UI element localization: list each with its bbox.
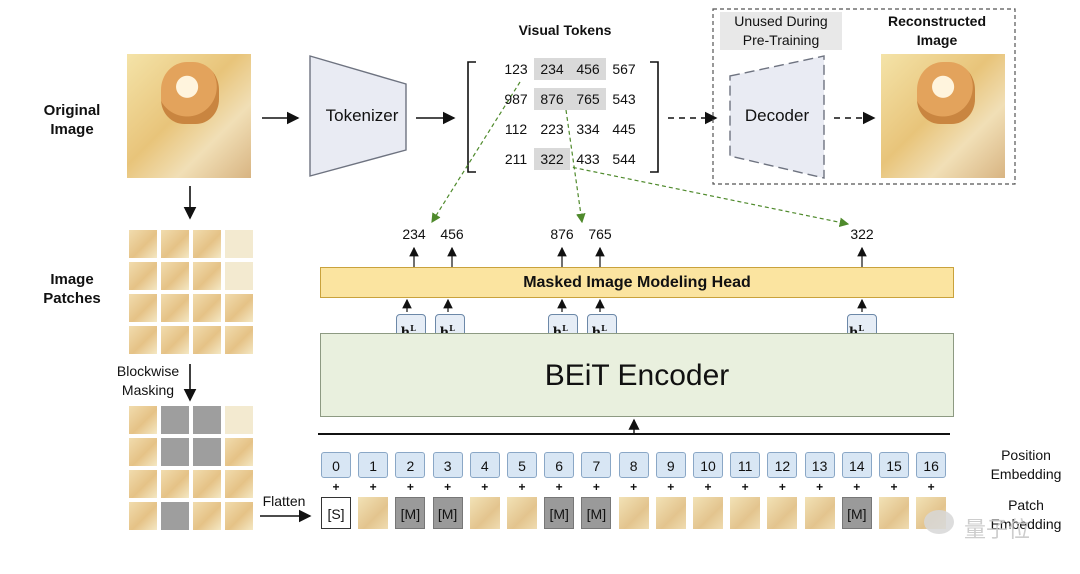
patch-embedding-cell xyxy=(358,497,389,529)
patch-embedding-cell xyxy=(469,497,500,529)
token-cell: 334 xyxy=(576,121,600,137)
reconstructed-image-label: Reconstructed Image xyxy=(887,13,987,48)
image-patches-label: Image Patches xyxy=(43,271,101,307)
token-cell: 987 xyxy=(504,91,528,107)
patch-embedding-cell xyxy=(804,497,835,529)
token-cell: 433 xyxy=(576,151,600,167)
reconstructed-image xyxy=(881,54,1005,178)
dog-head-shape xyxy=(161,62,219,124)
plus-sign: + xyxy=(555,480,563,494)
position-embedding-cell: 7 xyxy=(581,452,612,478)
token-cell: 543 xyxy=(612,91,636,107)
output-token: 322 xyxy=(850,226,874,242)
output-token: 765 xyxy=(588,226,612,242)
token-cell: 876 xyxy=(534,88,570,110)
position-embedding-cell: 8 xyxy=(618,452,649,478)
position-embedding-cell: 14 xyxy=(841,452,872,478)
patch-embedding-cell xyxy=(507,497,537,529)
blockwise-masking-label: Blockwise Masking xyxy=(116,363,180,398)
position-embedding-cell: 1 xyxy=(358,452,389,478)
output-token: 234 xyxy=(402,226,426,242)
position-embedding-cell: 2 xyxy=(395,452,426,478)
token-cell: 123 xyxy=(504,61,528,77)
position-embedding-cell: 6 xyxy=(544,452,575,478)
token-cell: 322 xyxy=(534,148,570,170)
token-cell: 211 xyxy=(504,151,528,167)
position-embedding-cell: 12 xyxy=(767,452,798,478)
watermark-text: 量子位 xyxy=(964,518,1031,543)
plus-sign: + xyxy=(369,480,377,494)
plus-sign: + xyxy=(741,480,749,494)
position-embedding-cell: 15 xyxy=(879,452,909,478)
token-cell: 234 xyxy=(534,58,570,80)
position-embedding-cell: 3 xyxy=(432,452,463,478)
beit-encoder: BEiT Encoder xyxy=(320,333,954,417)
original-image-label: Original Image xyxy=(43,102,101,138)
plus-sign: + xyxy=(816,480,824,494)
plus-sign: + xyxy=(406,480,414,494)
original-image xyxy=(127,54,251,178)
position-embedding-cell: 4 xyxy=(469,452,500,478)
tokenizer-shape xyxy=(309,55,407,177)
plus-sign: + xyxy=(630,480,638,494)
patch-embedding-cell: [M] xyxy=(581,497,612,529)
mim-head: Masked Image Modeling Head xyxy=(320,267,954,298)
token-cell: 445 xyxy=(612,121,636,137)
token-cell: 765 xyxy=(570,88,606,110)
position-embedding-cell: 9 xyxy=(655,452,686,478)
output-token: 456 xyxy=(440,226,464,242)
tokenizer-label: Tokenizer xyxy=(325,106,399,125)
patch-embedding-cell xyxy=(618,497,649,529)
token-cell: 456 xyxy=(570,58,606,80)
position-embedding-cell: 13 xyxy=(804,452,835,478)
patch-embedding-cell: [S] xyxy=(321,497,351,529)
plus-sign: + xyxy=(778,480,786,494)
position-embedding-cell: 5 xyxy=(507,452,537,478)
plus-sign: + xyxy=(444,480,452,494)
patch-embedding-cell xyxy=(879,497,909,529)
patch-embedding-cell: [M] xyxy=(395,497,426,529)
position-embedding-cell: 11 xyxy=(730,452,761,478)
patch-embedding-cell xyxy=(767,497,798,529)
patch-embedding-label: Patch Embedding xyxy=(990,497,1062,532)
plus-sign: + xyxy=(332,480,340,494)
flatten-label: Flatten xyxy=(262,493,306,509)
patch-embedding-cell xyxy=(655,497,686,529)
token-cell: 112 xyxy=(504,121,528,137)
plus-sign: + xyxy=(667,480,675,494)
position-embedding-cell: 16 xyxy=(916,452,947,478)
patch-embedding-cell: [M] xyxy=(841,497,872,529)
position-embedding-cell: 0 xyxy=(321,452,351,478)
visual-tokens-title: Visual Tokens xyxy=(518,22,612,38)
position-embedding-cell: 10 xyxy=(693,452,723,478)
token-cell: 223 xyxy=(540,121,564,137)
patch-embedding-cell: [M] xyxy=(432,497,463,529)
plus-sign: + xyxy=(927,480,935,494)
token-cell: 544 xyxy=(612,151,636,167)
output-token: 876 xyxy=(550,226,574,242)
position-embedding-label: Position Embedding xyxy=(990,447,1062,482)
plus-sign: + xyxy=(890,480,898,494)
plus-sign: + xyxy=(704,480,712,494)
patch-embedding-cell xyxy=(693,497,723,529)
plus-sign: + xyxy=(518,480,526,494)
unused-label: Unused During Pre-Training xyxy=(720,12,842,50)
token-cell: 567 xyxy=(612,61,636,77)
dog-head-shape xyxy=(917,62,975,124)
wechat-icon xyxy=(924,510,954,534)
decoder-label: Decoder xyxy=(744,106,810,125)
plus-sign: + xyxy=(592,480,600,494)
plus-sign: + xyxy=(853,480,861,494)
decoder-shape xyxy=(729,55,825,179)
patch-embedding-cell: [M] xyxy=(544,497,575,529)
patch-embedding-cell xyxy=(730,497,761,529)
plus-sign: + xyxy=(481,480,489,494)
